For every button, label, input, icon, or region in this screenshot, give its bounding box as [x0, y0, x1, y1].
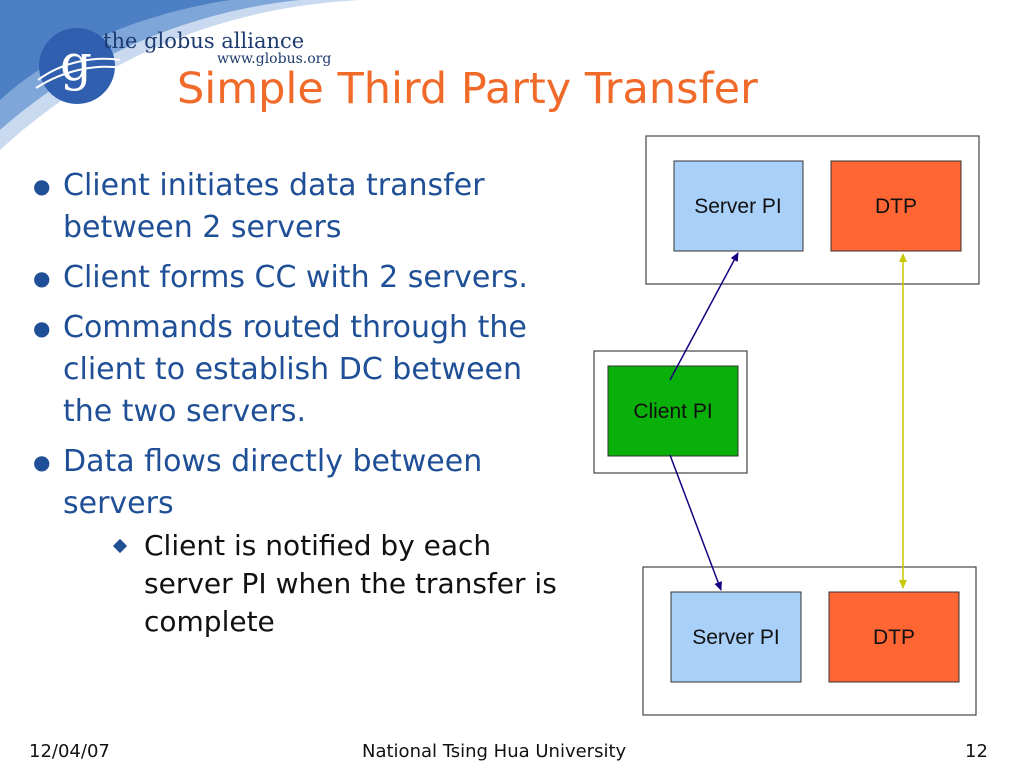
bullet-text: Client forms CC with 2 servers. — [63, 260, 528, 295]
footer-date: 12/04/07 — [29, 741, 110, 762]
control-arrow-to-top-server — [669, 252, 739, 381]
bullet-item: ● Data flows directly between servers Cl… — [30, 441, 568, 641]
bullet-text: Commands routed through the client to es… — [63, 310, 527, 429]
server-pi-bottom-label: Server PI — [692, 626, 780, 649]
client-pi-label: Client PI — [633, 400, 712, 423]
bullet-dot-icon: ● — [33, 174, 51, 198]
bullet-text: Client initiates data transfer between 2… — [63, 168, 485, 245]
bullet-dot-icon: ● — [33, 316, 51, 340]
bullet-item: ● Commands routed through the client to … — [30, 307, 568, 433]
client-pi-box — [607, 365, 739, 457]
sub-bullet-text: Client is notified by each server PI whe… — [144, 529, 557, 638]
sub-bullet-item: Client is notified by each server PI whe… — [111, 527, 574, 641]
bullet-item: ● Client initiates data transfer between… — [30, 165, 568, 249]
logo-url: www.globus.org — [217, 51, 332, 67]
control-arrow-to-bottom-server — [669, 454, 722, 591]
logo-name: the globus alliance — [103, 29, 305, 53]
server-pi-top-label: Server PI — [694, 195, 782, 218]
bullet-list: ● Client initiates data transfer between… — [30, 165, 590, 649]
dtp-top-label: DTP — [875, 195, 917, 218]
dtp-top-box — [830, 160, 962, 252]
globus-logo-icon: g — [35, 28, 122, 104]
server-pi-top-box — [673, 160, 804, 252]
dtp-bottom-box — [828, 591, 960, 683]
bullet-dot-icon: ● — [33, 266, 51, 290]
footer-institution: National Tsing Hua University — [362, 741, 627, 762]
bullet-item: ● Client forms CC with 2 servers. — [30, 257, 568, 299]
bullet-dot-icon: ● — [33, 450, 51, 474]
slide-title: Simple Third Party Transfer — [177, 64, 758, 114]
dtp-bottom-label: DTP — [873, 626, 915, 649]
footer-page-number: 12 — [965, 741, 988, 762]
server-pi-bottom-box — [670, 591, 802, 683]
bullet-text: Data flows directly between servers — [63, 444, 483, 521]
svg-text:g: g — [60, 34, 92, 92]
